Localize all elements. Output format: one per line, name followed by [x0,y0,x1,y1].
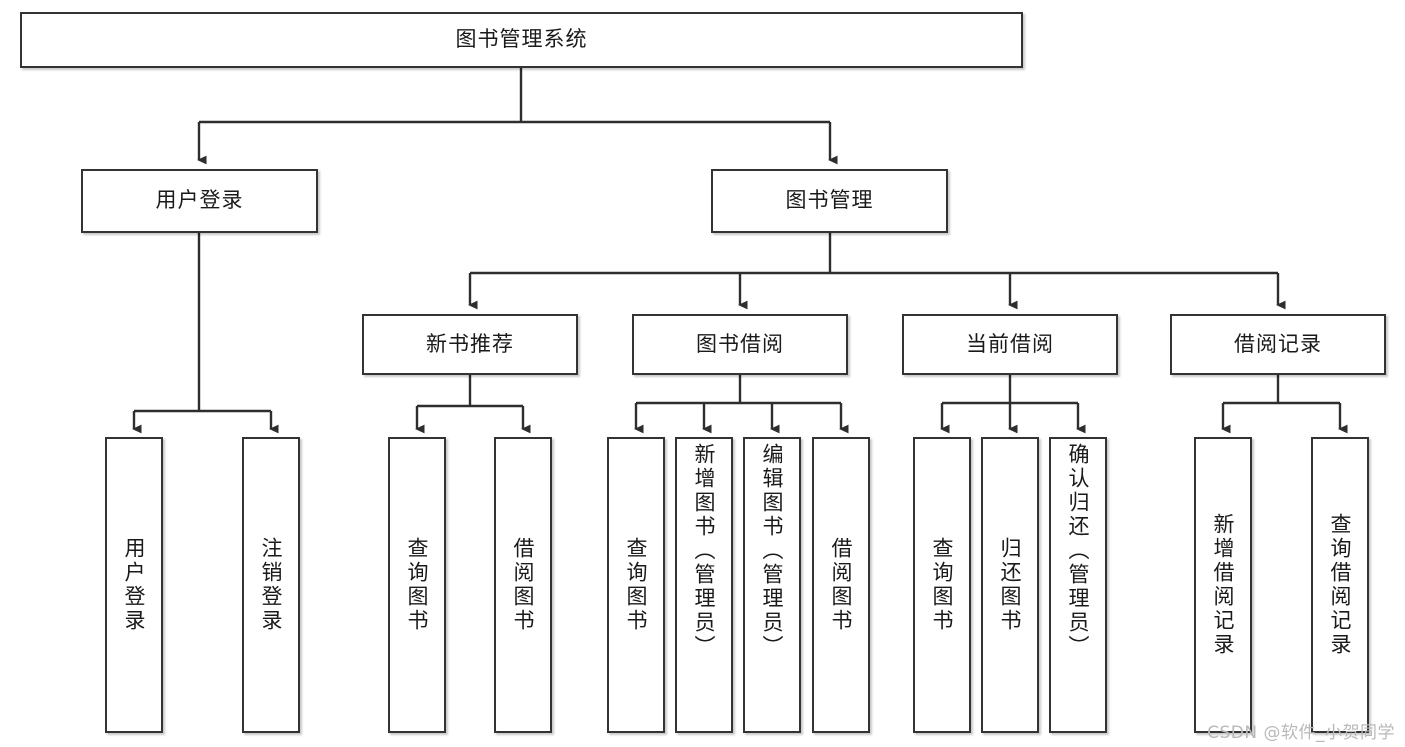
node-new-book-recommend[interactable]: 新书推荐 [362,314,578,375]
node-leaf-query-book-a[interactable]: 查询图书 [388,437,446,733]
node-book-borrow[interactable]: 图书借阅 [632,314,848,375]
node-leaf-borrow-book-b[interactable]: 借阅图书 [812,437,870,733]
node-leaf-logout[interactable]: 注销登录 [242,437,300,733]
node-borrow-record[interactable]: 借阅记录 [1170,314,1386,375]
node-leaf-query-book-c[interactable]: 查询图书 [913,437,971,733]
node-leaf-add-record[interactable]: 新增借阅记录 [1194,437,1252,733]
node-leaf-add-book[interactable]: 新增图书（管理员） [675,437,733,733]
node-leaf-query-book-b[interactable]: 查询图书 [607,437,665,733]
node-leaf-confirm-return[interactable]: 确认归还（管理员） [1049,437,1107,733]
node-borrow-record-label: 借阅记录 [1234,331,1322,356]
node-root-label: 图书管理系统 [455,27,588,52]
node-book-borrow-label: 图书借阅 [696,331,784,356]
node-current-borrow-label: 当前借阅 [966,331,1054,356]
node-leaf-user-login-label: 用户登录 [122,537,146,633]
csdn-watermark: CSDN @软件_小贺同学 [1207,723,1395,743]
node-new-book-recommend-label: 新书推荐 [426,331,514,356]
node-leaf-user-login[interactable]: 用户登录 [105,437,163,733]
node-leaf-borrow-book-b-label: 借阅图书 [829,537,853,633]
node-leaf-borrow-book-a-label: 借阅图书 [511,537,535,633]
node-leaf-query-record[interactable]: 查询借阅记录 [1311,437,1369,733]
node-user-login[interactable]: 用户登录 [81,169,318,233]
node-current-borrow[interactable]: 当前借阅 [902,314,1118,375]
node-leaf-add-book-label: 新增图书（管理员） [692,443,716,659]
node-leaf-query-record-label: 查询借阅记录 [1328,513,1352,657]
node-leaf-edit-book-label: 编辑图书（管理员） [760,443,784,659]
node-leaf-query-book-a-label: 查询图书 [405,537,429,633]
node-book-management-label: 图书管理 [785,188,874,213]
node-leaf-return-book-label: 归还图书 [998,537,1022,633]
node-book-management[interactable]: 图书管理 [711,169,948,233]
node-user-login-label: 用户登录 [155,188,244,213]
node-leaf-logout-label: 注销登录 [259,537,283,633]
node-leaf-return-book[interactable]: 归还图书 [981,437,1039,733]
node-leaf-add-record-label: 新增借阅记录 [1211,513,1235,657]
node-leaf-query-book-c-label: 查询图书 [930,537,954,633]
node-root[interactable]: 图书管理系统 [20,12,1023,68]
node-leaf-edit-book[interactable]: 编辑图书（管理员） [743,437,801,733]
node-leaf-query-book-b-label: 查询图书 [624,537,648,633]
node-leaf-borrow-book-a[interactable]: 借阅图书 [494,437,552,733]
node-leaf-confirm-return-label: 确认归还（管理员） [1066,443,1090,659]
